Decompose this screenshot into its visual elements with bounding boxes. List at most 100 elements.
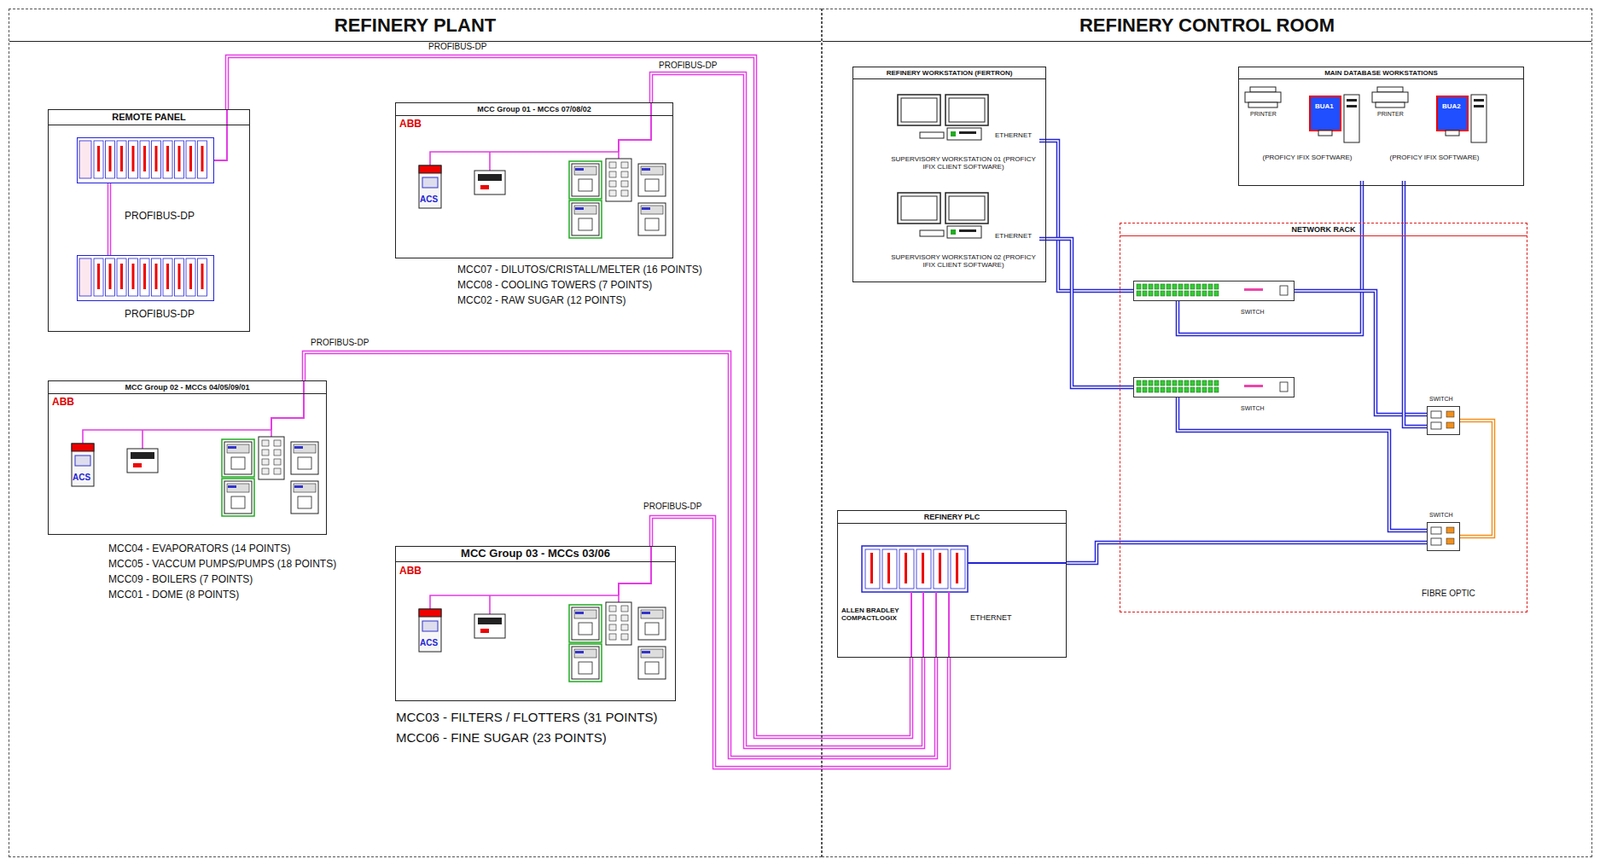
box-title: MAIN DATABASE WORKSTATIONS xyxy=(1239,67,1524,80)
port-symbol xyxy=(609,634,617,640)
port-symbol xyxy=(1431,422,1442,430)
relay-outline xyxy=(569,644,602,682)
port-symbol xyxy=(1202,284,1207,290)
port-symbol xyxy=(1208,284,1213,290)
port-symbol xyxy=(1154,290,1159,297)
printer-symbol xyxy=(1372,92,1408,103)
relay-outline xyxy=(221,439,255,478)
port-symbol xyxy=(1136,380,1141,386)
box-text: PROFIBUS-DP xyxy=(124,210,195,223)
port-symbol xyxy=(1172,284,1177,290)
port-symbol xyxy=(1196,284,1201,290)
module-marking xyxy=(201,263,204,290)
port-symbol xyxy=(1154,284,1159,290)
cable-inner xyxy=(1460,420,1494,537)
meter-symbol xyxy=(477,174,502,181)
port-symbol xyxy=(1202,290,1207,297)
drive-symbol xyxy=(418,165,442,209)
port-symbol xyxy=(1184,284,1189,290)
monitor-symbol xyxy=(1445,130,1460,136)
port-symbol xyxy=(1214,284,1219,290)
relay-outline xyxy=(569,605,602,643)
cable-inner xyxy=(226,56,912,738)
relay-symbol xyxy=(578,662,593,675)
relay-symbol xyxy=(294,446,303,449)
port-symbol xyxy=(1166,380,1171,386)
cable-connector xyxy=(226,56,912,738)
meter-symbol xyxy=(477,617,502,625)
port-symbol xyxy=(1172,290,1177,297)
meter-symbol xyxy=(130,452,155,460)
port-symbol xyxy=(1136,284,1141,290)
mcc-group: MCC Group 03 - MCCs 03/06ABBMCC03 - FILT… xyxy=(395,546,676,702)
io-module xyxy=(93,140,104,179)
relay-symbol xyxy=(290,481,319,514)
module-marking xyxy=(155,145,158,172)
cable-outer xyxy=(651,517,949,768)
relay-symbol xyxy=(575,651,584,654)
switch-symbol xyxy=(605,602,632,646)
box-text: MCC02 - RAW SUGAR (12 POINTS) xyxy=(457,295,627,308)
module-marking xyxy=(120,145,123,172)
box-text: ETHERNET xyxy=(994,131,1032,140)
box-text: MCC01 - DOME (8 POINTS) xyxy=(108,589,239,602)
io-module xyxy=(197,258,208,297)
port-symbol xyxy=(1136,290,1141,297)
port-symbol xyxy=(1214,290,1219,297)
plc-box: REFINERY PLCALLEN BRADLEY COMPACTLOGIXET… xyxy=(837,510,1067,658)
module-marking xyxy=(938,552,942,584)
wire xyxy=(488,595,491,615)
port-symbol xyxy=(621,180,629,187)
region-band: REFINERY CONTROL ROOMREFINERY WORKSTATIO… xyxy=(821,8,1593,858)
relay-symbol xyxy=(640,205,664,215)
drive-symbol xyxy=(422,177,438,188)
plc-module xyxy=(865,549,880,589)
monitor-symbol xyxy=(948,196,985,221)
module-marking xyxy=(109,263,112,290)
fibre-port xyxy=(1446,411,1455,418)
port-symbol xyxy=(1172,387,1177,393)
port-symbol xyxy=(1431,538,1442,546)
cable-outer xyxy=(1460,420,1494,537)
cable-connector xyxy=(1294,290,1427,415)
wire xyxy=(618,546,652,596)
switch-body xyxy=(1133,377,1295,398)
relay-symbol xyxy=(575,611,584,615)
cable-connector xyxy=(1177,180,1362,335)
pc-symbol xyxy=(959,229,977,233)
io-module xyxy=(128,258,139,297)
plc-module xyxy=(882,549,897,589)
workstation: ETHERNETSUPERVISORY WORKSTATION 01 (PROF… xyxy=(887,85,1040,176)
relay-symbol xyxy=(293,444,316,454)
box-title: REFINERY PLANT xyxy=(9,9,821,42)
module-marking xyxy=(955,552,959,584)
box-title: REFINERY CONTROL ROOM xyxy=(822,9,1592,42)
plc-module xyxy=(916,549,931,589)
relay-symbol xyxy=(575,168,584,171)
module-marking xyxy=(132,145,135,172)
port-symbol xyxy=(609,162,617,169)
port-symbol xyxy=(1172,380,1177,386)
port-symbol xyxy=(1208,290,1213,297)
relay-symbol xyxy=(638,607,666,640)
relay-symbol xyxy=(226,444,250,454)
io-module xyxy=(186,258,196,297)
monitor-symbol xyxy=(897,94,941,126)
relay-symbol xyxy=(294,485,303,489)
box-title: NETWORK RACK xyxy=(1120,223,1527,237)
mcc-group: MCC Group 01 - MCCs 07/08/02ABBMCC07 - D… xyxy=(395,102,674,259)
status-led xyxy=(1244,384,1263,388)
cable-outer xyxy=(107,183,112,256)
box-text: PRINTER xyxy=(1250,110,1277,118)
port-symbol xyxy=(273,459,281,466)
box-text: PROFIBUS-DP xyxy=(124,308,195,321)
relay-symbol xyxy=(641,207,651,210)
relay-symbol xyxy=(638,163,666,197)
port-symbol xyxy=(1154,387,1159,393)
tower-symbol xyxy=(1344,94,1360,143)
monitor-symbol xyxy=(897,192,941,224)
io-module xyxy=(139,258,150,297)
meter-symbol xyxy=(474,170,506,195)
port-symbol xyxy=(621,605,629,612)
module-marking xyxy=(97,263,100,290)
